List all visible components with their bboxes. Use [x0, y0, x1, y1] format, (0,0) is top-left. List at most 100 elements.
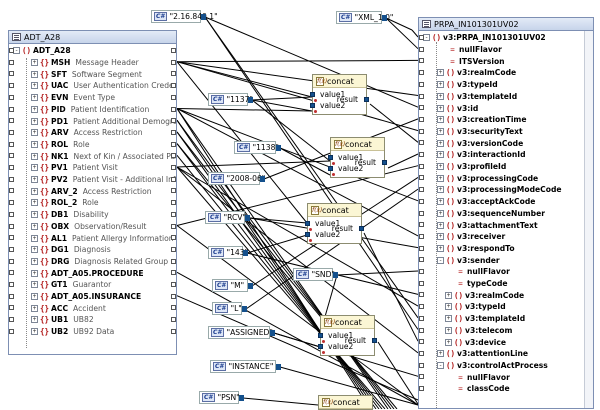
input-port[interactable] [9, 328, 14, 334]
output-port[interactable] [171, 188, 176, 194]
target-node-item[interactable]: +()v3:typeId [419, 301, 593, 313]
output-port[interactable] [171, 282, 176, 287]
input-port[interactable] [310, 103, 315, 108]
expand-toggle-icon[interactable]: + [31, 117, 38, 125]
target-node-item[interactable]: +()v3:device [419, 336, 593, 348]
input-port[interactable] [9, 211, 14, 217]
output-port[interactable] [171, 293, 176, 299]
mapping-wire[interactable] [385, 17, 419, 50]
target-schema-panel[interactable]: PRPA_IN101301UV02 -()v3:PRPA_IN101301UV0… [418, 17, 594, 409]
output-port[interactable] [171, 211, 176, 217]
mapping-wire[interactable] [242, 397, 319, 406]
input-port[interactable] [419, 304, 424, 310]
input-port[interactable] [419, 140, 424, 146]
expand-toggle-icon[interactable]: + [31, 70, 38, 78]
expand-toggle-icon[interactable]: + [31, 211, 38, 219]
output-port[interactable] [171, 165, 176, 170]
expand-toggle-icon[interactable]: + [31, 281, 38, 289]
target-node-item[interactable]: +()v3:processingModeCode [419, 184, 593, 196]
expand-toggle-icon[interactable]: + [31, 105, 38, 113]
expand-toggle-icon[interactable]: + [31, 59, 38, 67]
target-node-item[interactable]: +()v3:receiver [419, 231, 593, 243]
output-port[interactable] [171, 305, 176, 311]
constant-node[interactable]: C#"ASSIGNED" [208, 326, 275, 339]
input-port[interactable] [419, 35, 424, 40]
output-port[interactable] [382, 160, 387, 165]
output-port[interactable] [270, 330, 275, 336]
output-port[interactable] [242, 306, 247, 312]
output-port[interactable] [171, 328, 176, 334]
output-port[interactable] [171, 94, 176, 100]
input-port[interactable] [9, 246, 14, 252]
target-node-item[interactable]: +()v3:realmCode [419, 289, 593, 301]
input-port[interactable] [419, 222, 424, 228]
target-node-item[interactable]: +()v3:typeId [419, 79, 593, 91]
collapse-toggle-icon[interactable]: - [437, 361, 444, 369]
expand-toggle-icon[interactable]: + [31, 187, 38, 195]
input-port[interactable] [9, 317, 14, 323]
target-node-item[interactable]: -()v3:controlActProcess [419, 360, 593, 372]
expand-toggle-icon[interactable]: + [437, 163, 444, 171]
input-port[interactable] [419, 210, 424, 216]
target-node-item[interactable]: +()v3:templateId [419, 313, 593, 325]
target-panel-title-bar[interactable]: PRPA_IN101301UV02 [419, 18, 593, 31]
input-port[interactable] [9, 293, 14, 299]
target-node-item[interactable]: +()v3:profileId [419, 161, 593, 173]
source-segment-item[interactable]: +{}ADT_A05.PROCEDURE [9, 267, 176, 279]
output-port[interactable] [276, 145, 281, 151]
expand-toggle-icon[interactable]: + [31, 94, 38, 102]
input-port[interactable] [9, 59, 14, 65]
input-port[interactable] [419, 315, 424, 321]
output-port[interactable] [171, 153, 176, 159]
expand-toggle-icon[interactable]: + [31, 152, 38, 160]
target-node-item[interactable]: +()v3:templateId [419, 91, 593, 103]
source-segment-item[interactable]: +{}ADT_A05.INSURANCE [9, 291, 176, 303]
expand-toggle-icon[interactable]: + [437, 233, 444, 241]
expand-toggle-icon[interactable]: + [445, 303, 452, 311]
target-node-item[interactable]: +()v3:versionCode [419, 137, 593, 149]
output-port[interactable] [201, 14, 206, 20]
input-port[interactable] [419, 128, 424, 134]
expand-toggle-icon[interactable]: + [437, 350, 444, 358]
output-port[interactable] [171, 246, 176, 252]
input-port[interactable] [419, 58, 424, 64]
input-port[interactable] [9, 94, 14, 100]
expand-toggle-icon[interactable]: + [31, 234, 38, 242]
mapping-wire[interactable] [176, 61, 313, 98]
target-node-item[interactable]: +()v3:sequenceNumber [419, 208, 593, 220]
constant-node[interactable]: C#"INSTANCE" [210, 360, 281, 373]
expand-toggle-icon[interactable]: + [437, 221, 444, 229]
target-node-item[interactable]: =classCode [419, 383, 593, 395]
input-port[interactable] [419, 198, 424, 204]
input-port[interactable] [328, 166, 333, 171]
constant-node[interactable]: C#"XML_1.0" [336, 11, 393, 24]
mapping-wire[interactable] [387, 153, 419, 169]
mapping-wire[interactable] [377, 341, 419, 405]
output-port[interactable] [239, 395, 244, 401]
expand-toggle-icon[interactable]: + [31, 316, 38, 324]
input-port[interactable] [419, 350, 424, 356]
output-port[interactable] [171, 176, 176, 182]
input-port[interactable] [9, 71, 14, 77]
input-port[interactable] [310, 92, 315, 97]
mapping-wire[interactable] [251, 96, 313, 101]
expand-toggle-icon[interactable]: + [437, 209, 444, 217]
output-port[interactable] [382, 15, 387, 21]
target-node-item[interactable]: +()v3:realmCode [419, 67, 593, 79]
target-node-item[interactable]: =nullFlavor [419, 266, 593, 278]
expand-toggle-icon[interactable]: + [31, 269, 38, 277]
mapping-wire[interactable] [176, 166, 419, 354]
target-node-item[interactable]: +()v3:respondTo [419, 243, 593, 255]
expand-toggle-icon[interactable]: + [437, 104, 444, 112]
input-port[interactable] [9, 165, 14, 170]
expand-toggle-icon[interactable]: + [31, 328, 38, 336]
input-port[interactable] [419, 233, 424, 239]
